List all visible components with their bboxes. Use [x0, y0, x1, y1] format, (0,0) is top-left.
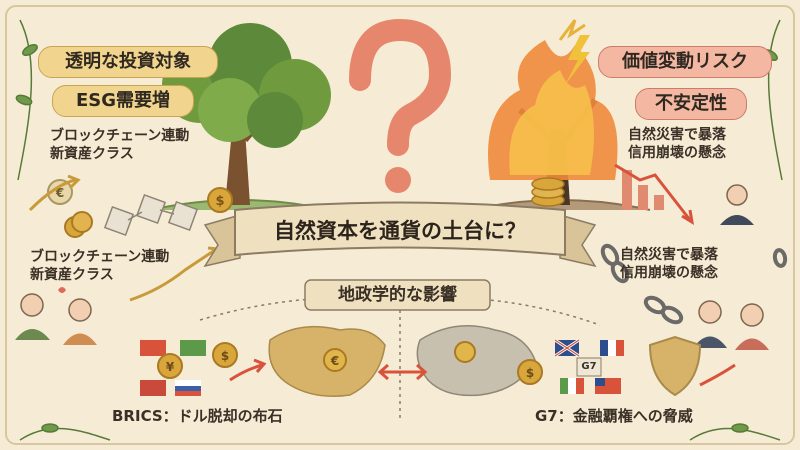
pointer-arrow-icon	[229, 358, 736, 387]
flag-icon	[554, 338, 624, 394]
right-label-value-risk: 価値変動リスク	[598, 46, 772, 78]
yen-coin-icon: ¥	[157, 353, 183, 379]
svg-text:€: €	[330, 354, 339, 368]
falling-chart-icon	[614, 163, 695, 225]
geo-impact-label: 地政学的な影響	[338, 285, 457, 305]
people-icon	[15, 287, 97, 345]
people-icon	[693, 300, 769, 350]
left-note-blockchain-2: ブロックチェーン連動 新資産クラス	[30, 249, 170, 283]
left-label-transparent-investment: 透明な投資対象	[38, 46, 218, 78]
svg-text:$: $	[215, 194, 224, 209]
dollar-coin-icon: $	[517, 359, 543, 385]
coin-icon: $	[64, 187, 233, 238]
geo-label-ribbon	[304, 279, 491, 311]
svg-text:$: $	[526, 366, 534, 380]
flag-icon	[140, 340, 206, 396]
right-note-disaster-2: 自然災害で暴落 信用崩壊の懸念	[620, 247, 718, 281]
burning-tree-icon	[469, 19, 651, 211]
dollar-coin-icon: $	[212, 342, 238, 368]
question-mark-icon	[349, 18, 452, 193]
central-banner-title: 自然資本を通貨の土台に？	[274, 219, 526, 243]
g7-badge: G7	[581, 361, 597, 372]
svg-text:$: $	[221, 349, 229, 363]
shield-icon	[648, 335, 702, 397]
coin-stack-icon	[531, 177, 565, 207]
blockchain-icon	[103, 193, 199, 237]
brics-caption: BRICS：ドル脱却の布石	[112, 407, 283, 425]
chain-broken-icon	[600, 243, 788, 325]
right-note-disaster-1: 自然災害で暴落 信用崩壊の懸念	[628, 127, 726, 161]
right-label-instability: 不安定性	[635, 88, 747, 120]
lightning-icon	[565, 35, 590, 85]
svg-text:¥: ¥	[166, 360, 175, 374]
left-label-esg-demand: ESG需要増	[52, 85, 194, 117]
exchange-arrow-icon	[377, 363, 428, 381]
left-note-blockchain-1: ブロックチェーン連動 新資産クラス	[50, 128, 190, 162]
euro-coin-icon: €	[47, 179, 73, 205]
world-map-icon: €	[268, 325, 536, 397]
banner-ribbon	[203, 201, 597, 268]
svg-text:€: €	[55, 186, 64, 200]
g7-caption: G7：金融覇権への脅威	[535, 407, 693, 425]
person-icon	[720, 184, 754, 225]
